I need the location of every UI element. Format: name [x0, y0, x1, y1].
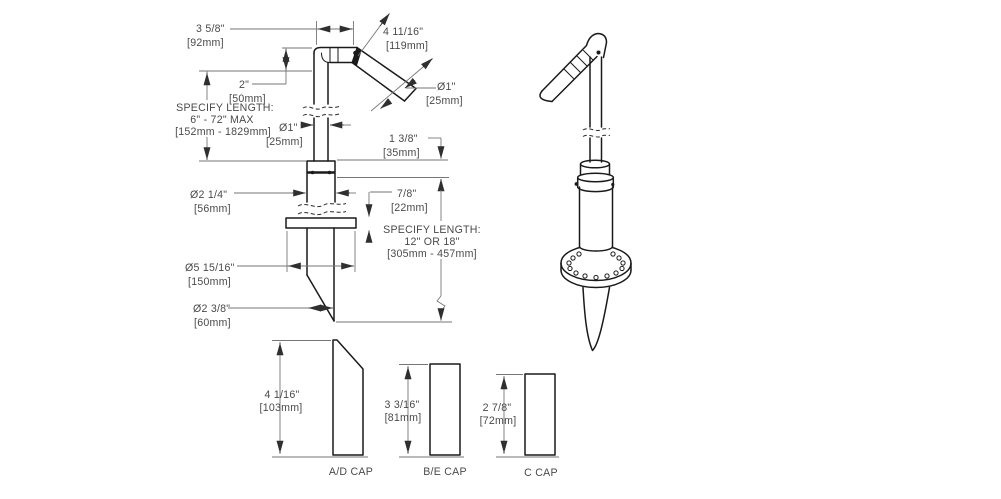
- flange-bolt-holes: [566, 251, 626, 281]
- iso-clamp-band: [574, 172, 615, 193]
- dim-post-dia-mm: [25mm]: [266, 136, 303, 148]
- cap-details: 4 1/16" [103mm] A/D CAP 3 3/16" [81mm] B…: [260, 339, 559, 479]
- iso-pipe: [582, 56, 611, 163]
- dim-flange-dia-in: Ø5 15/16": [185, 262, 235, 274]
- post-note-line2: 6" - 72" MAX: [190, 114, 254, 126]
- cap-c-label: C CAP: [524, 467, 558, 479]
- dim-tube-dia-in: Ø2 3/8": [193, 303, 230, 315]
- cap-be-height-mm: [81mm]: [385, 412, 422, 424]
- dim-flange-thk-mm: [22mm]: [391, 202, 428, 214]
- cap-ad-height-in: 4 1/16": [265, 389, 300, 401]
- post-note-line1: SPECIFY LENGTH:: [176, 102, 274, 114]
- dim-arm-width-in: 3 5/8": [196, 23, 225, 35]
- dim-reveal-in: 1 3/8": [389, 133, 418, 145]
- handle-clamp-dot: [596, 50, 601, 55]
- cap-c-height-in: 2 7/8": [483, 402, 512, 414]
- socket-outline: [306, 160, 336, 203]
- dim-elbow-height-in: 2": [239, 79, 249, 91]
- dim-handle-dia-in: Ø1": [437, 81, 456, 93]
- ground-note-line1: SPECIFY LENGTH:: [383, 224, 481, 236]
- cap-c-height-mm: [72mm]: [480, 415, 517, 427]
- iso-spike: [582, 286, 611, 352]
- dim-socket-dia-in: Ø2 1/4": [190, 189, 227, 201]
- dim-flange-dia-mm: [150mm]: [188, 276, 231, 288]
- pipe-break: [302, 106, 340, 110]
- dim-elbow-height-mm: [50mm]: [229, 93, 266, 105]
- dim-post-dia-in: Ø1": [279, 122, 298, 134]
- handle-joint: [351, 47, 362, 66]
- flange-front: [285, 217, 357, 229]
- ground-note-line2: 12" OR 18": [404, 236, 459, 248]
- dim-handle-length-mm: [119mm]: [386, 40, 428, 52]
- iso-handle: [539, 32, 608, 103]
- dim-handle-length-in: 4 11/16": [383, 26, 423, 38]
- ground-note-line3: [305mm - 457mm]: [387, 248, 477, 260]
- cap-be-height-in: 3 3/16": [385, 399, 420, 411]
- iso-view: [539, 32, 632, 352]
- dim-tube-dia-mm: [60mm]: [194, 317, 231, 329]
- cap-ad-label: A/D CAP: [329, 466, 373, 478]
- cap-ad-height-mm: [103mm]: [260, 402, 303, 414]
- dim-reveal-mm: [35mm]: [383, 147, 420, 159]
- dim-handle-dia-mm: [25mm]: [426, 95, 463, 107]
- dimensions-front: 3 5/8" [92mm] 4 11/16" [119mm] Ø1" [25mm…: [175, 13, 481, 329]
- dim-arm-width-mm: [92mm]: [187, 37, 224, 49]
- cap-c-outline: [524, 373, 556, 456]
- spike-cut-edge: [306, 274, 335, 322]
- cap-be-label: B/E CAP: [423, 466, 467, 478]
- post-note-line3: [152mm - 1829mm]: [175, 126, 271, 138]
- handle-front: [351, 46, 417, 102]
- dim-socket-dia-mm: [56mm]: [194, 203, 231, 215]
- front-view: [285, 46, 417, 322]
- iso-collar: [579, 159, 611, 176]
- dim-flange-thk-in: 7/8": [397, 188, 417, 200]
- cap-be-outline: [429, 363, 461, 456]
- arm-top-outline: [313, 46, 358, 54]
- socket-break: [297, 203, 347, 208]
- cap-ad-outline: [332, 339, 364, 456]
